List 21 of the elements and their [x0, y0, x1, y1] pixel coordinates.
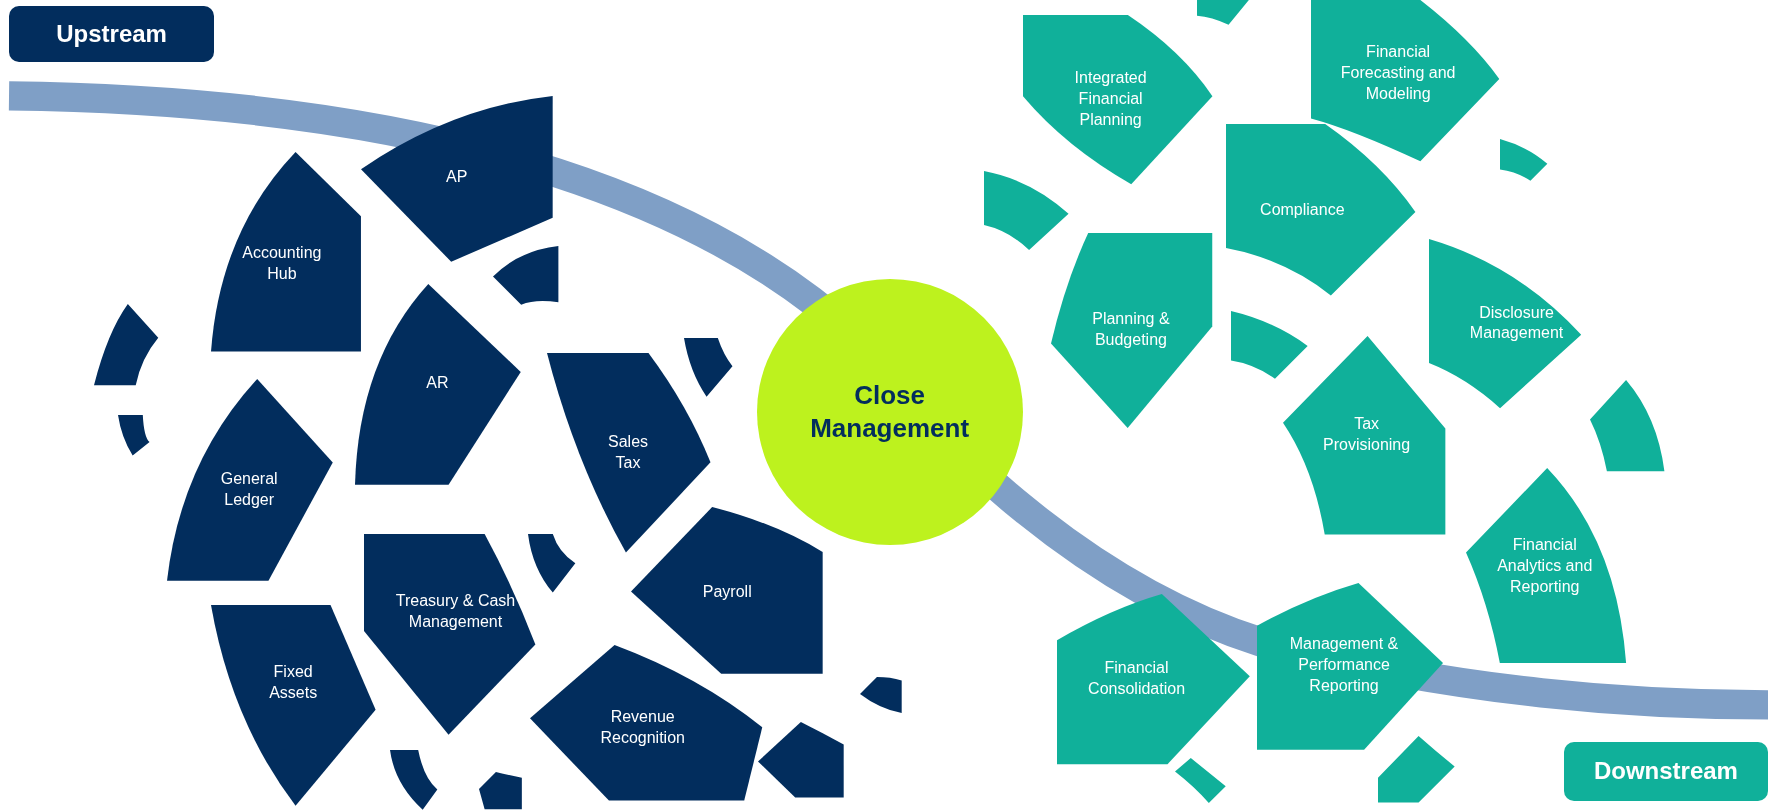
segment-label: Fixed Assets [268, 662, 319, 704]
segment-label: Compliance [1259, 199, 1346, 220]
segment-label: Sales Tax [607, 432, 650, 474]
segment-label: Financial Forecasting and Modeling [1339, 42, 1457, 104]
segment-label: AR [425, 372, 450, 393]
upstream-tag: Upstream [9, 5, 215, 62]
segment-label: Financial Consolidation [1087, 658, 1186, 699]
segment-label: Revenue Recognition [599, 707, 686, 749]
segment-label: Treasury & Cash Management [394, 591, 517, 633]
segment-label: Financial Analytics and Reporting [1496, 534, 1594, 597]
segment-label: Tax Provisioning [1322, 414, 1412, 456]
segment-label: Accounting Hub [241, 243, 323, 284]
segment-label: Payroll [701, 581, 753, 602]
segment-label: General Ledger [219, 469, 279, 511]
segment-label: Management & Performance Reporting [1288, 634, 1400, 696]
segment-label: AP [444, 166, 469, 187]
segment-label: Disclosure Management [1468, 302, 1565, 344]
hub-label: Close Management [809, 379, 971, 445]
segment-label: Integrated Financial Planning [1073, 68, 1148, 130]
downstream-tag: Downstream [1563, 741, 1768, 801]
segment-label: Planning & Budgeting [1091, 309, 1171, 351]
